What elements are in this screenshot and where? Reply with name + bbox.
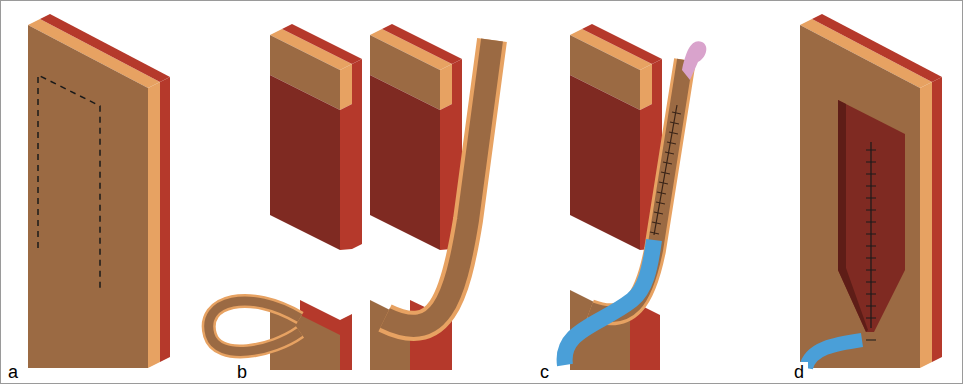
tissue-slab <box>28 14 170 368</box>
panel-label: d <box>790 362 808 382</box>
raised-flap-right <box>370 24 492 370</box>
tubed-flap <box>565 24 707 370</box>
closed-repair <box>800 14 942 368</box>
panel-label: b <box>233 362 251 382</box>
raised-flap-left <box>209 24 362 370</box>
panel-label: a <box>4 362 22 382</box>
incision-line <box>38 75 100 288</box>
panel-label: c <box>536 362 553 382</box>
